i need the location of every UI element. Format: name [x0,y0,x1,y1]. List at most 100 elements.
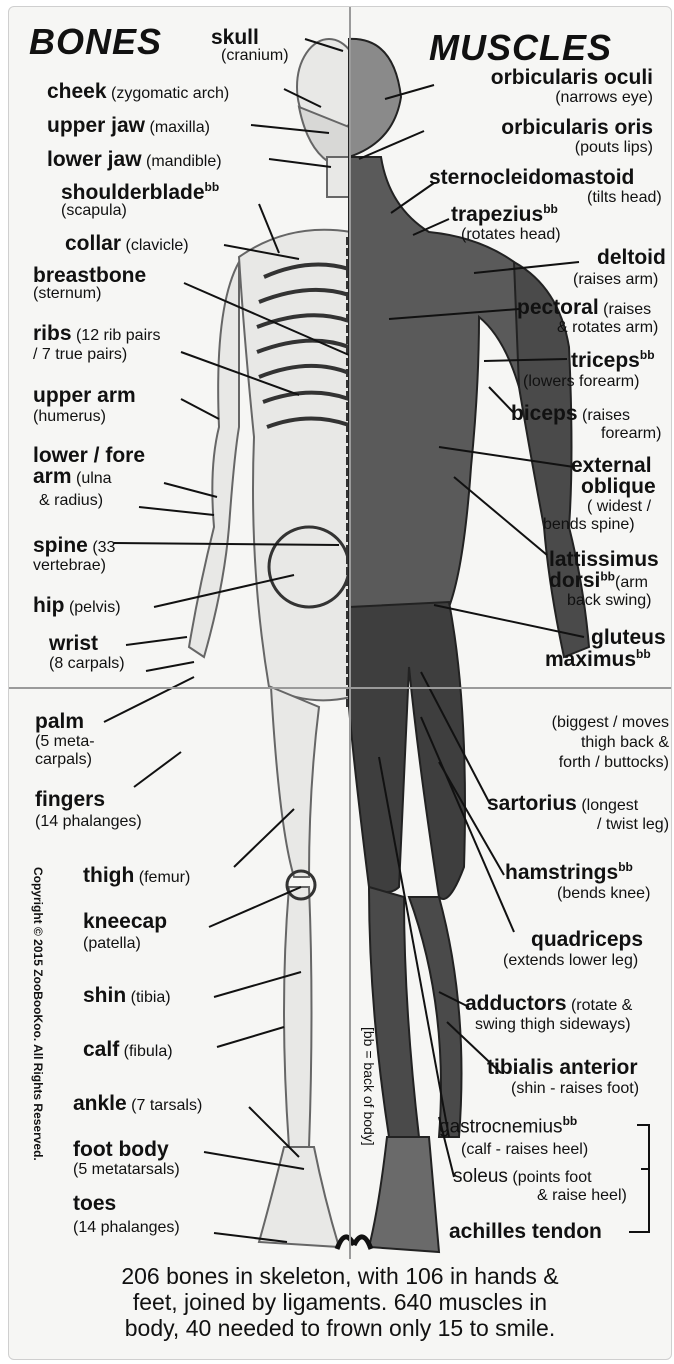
bone-detail: (14 phalanges) [35,814,142,830]
muscle-name: soleus [453,1166,508,1187]
muscle-name: hamstrings [505,861,618,884]
muscle-label-orbicularis-oculi: orbicularis oculi (narrows eye) [491,67,653,106]
muscle-label-deltoid: deltoid (raises arm) [573,247,666,288]
muscle-gluteus-detail: (biggest / moves thigh back & forth / bu… [552,715,669,771]
bone-detail-2: & radius) [39,493,145,509]
bone-name: kneecap [83,911,167,932]
turn-over-arrow [337,1237,371,1249]
bone-label-wrist: wrist (8 carpals) [49,633,125,672]
bone-label-upper-jaw: upper jaw (maxilla) [47,115,210,136]
muscle-name: gastrocnemius [439,1116,563,1137]
bone-label-thigh: thigh (femur) [83,865,190,886]
bone-label-upper-arm: upper arm (humerus) [33,385,136,425]
muscle-detail-2: back swing) [567,593,659,609]
muscle-name: pectoral [517,296,599,319]
bone-label-breastbone: breastbone (sternum) [33,265,146,302]
muscle-detail-2: swing thigh sideways) [475,1017,632,1033]
muscle-label-hamstrings: hamstringsbb (bends knee) [505,861,650,902]
bone-detail: (12 rib pairs [76,327,160,344]
bone-name: calf [83,1038,119,1061]
bone-label-hip: hip (pelvis) [33,595,121,616]
muscle-detail-2: & rotates arm) [557,320,658,336]
muscle-label-tibialis-anterior: tibialis anterior (shin - raises foot) [487,1057,639,1097]
bone-detail: (5 meta- [35,734,95,750]
facts-footer: 206 bones in skeleton, with 106 in hands… [9,1263,671,1341]
muscle-name: trapezius [451,203,543,226]
bone-detail: (fibula) [124,1043,173,1060]
muscle-detail: (rotates head) [461,227,561,243]
copyright-note: Copyright © 2015 ZooBooKoo. All Rights R… [31,867,45,1161]
horizontal-divider [9,687,671,689]
back-of-body-marker: bb [636,647,651,661]
muscle-detail: (calf - raises heel) [461,1142,588,1158]
muscle-name: lattissimus [549,549,659,570]
muscle-name: quadriceps [531,929,643,950]
muscle-detail-2: forearm) [601,426,661,442]
bone-detail: (maxilla) [149,119,209,136]
muscle-name: sartorius [487,792,577,815]
muscle-name: orbicularis oculi [491,67,653,88]
muscle-name: tibialis anterior [487,1057,639,1078]
muscle-name: sternocleidomastoid [429,167,662,188]
skeleton-figure [189,39,361,1247]
bone-detail: (tibia) [131,989,171,1006]
muscle-detail-3: forth / buttocks) [552,755,669,771]
muscle-label-adductors: adductors (rotate & swing thigh sideways… [465,993,632,1033]
muscle-name: achilles tendon [449,1221,602,1242]
muscle-label-sternocleidomastoid: sternocleidomastoid (tilts head) [429,167,662,206]
bone-name: thigh [83,864,134,887]
muscle-name-2: oblique [581,476,656,497]
back-of-body-marker: bb [618,860,633,874]
bone-label-shin: shin (tibia) [83,985,171,1006]
bone-name: lower / fore [33,445,145,466]
facts-line-2: feet, joined by ligaments. 640 muscles i… [9,1289,671,1315]
muscle-label-lattissimus-dorsi: lattissimus dorsibb(arm back swing) [549,549,659,609]
bone-name: collar [65,232,121,255]
muscle-label-pectoral: pectoral (raises & rotates arm) [517,297,658,336]
bone-detail: (33 [92,539,115,556]
bone-label-forearm: lower / fore arm (ulna & radius) [33,445,145,509]
bone-label-ribs: ribs (12 rib pairs / 7 true pairs) [33,323,160,363]
bone-detail: (femur) [139,869,191,886]
muscle-detail: ( widest / [587,499,656,515]
bone-label-toes: toes (14 phalanges) [73,1193,180,1236]
muscle-detail: (arm [615,574,648,591]
bone-detail: (5 metatarsals) [73,1162,180,1178]
muscle-label-triceps: tricepsbb (lowers forearm) [523,349,655,390]
muscle-detail: (points foot [512,1169,591,1186]
bone-label-shoulderblade: shoulderbladebb (scapula) [61,181,219,219]
bone-detail: (patella) [83,936,167,952]
bone-name: upper jaw [47,114,145,137]
bone-detail: (ulna [76,470,112,487]
muscle-name-2: dorsi [549,569,600,592]
bone-label-foot-body: foot body (5 metatarsals) [73,1139,180,1178]
muscle-detail: (raises [582,407,630,424]
bone-label-cheek: cheek (zygomatic arch) [47,81,229,102]
muscle-name-2: maximus [545,648,636,671]
bone-detail: (8 carpals) [49,656,125,672]
back-of-body-marker: bb [600,570,615,584]
bone-detail: (pelvis) [69,599,121,616]
muscle-detail-2: bends spine) [543,517,656,533]
bone-name: ribs [33,322,72,345]
bone-name: palm [35,711,95,732]
bone-detail: (cranium) [221,48,289,64]
muscle-detail: (rotate & [571,997,632,1014]
muscle-detail: (bends knee) [557,886,650,902]
muscle-label-quadriceps: quadriceps (extends lower leg) [503,929,643,969]
bones-header: BONES [29,21,162,63]
muscle-name: deltoid [597,247,666,268]
bone-detail-2: vertebrae) [33,558,115,574]
bone-detail-2: / 7 true pairs) [33,347,160,363]
bone-label-ankle: ankle (7 tarsals) [73,1093,202,1114]
back-of-body-marker: bb [205,180,220,194]
muscle-label-sartorius: sartorius (longest / twist leg) [487,793,669,833]
bone-name: shin [83,984,126,1007]
muscle-name: triceps [571,349,640,372]
muscle-label-orbicularis-oris: orbicularis oris (pouts lips) [501,117,653,156]
bone-label-skull: skull (cranium) [211,27,289,64]
bone-label-kneecap: kneecap (patella) [83,911,167,952]
bone-detail: (zygomatic arch) [111,85,229,102]
bone-name: spine [33,534,88,557]
muscle-label-trapezius: trapeziusbb (rotates head) [451,203,561,243]
